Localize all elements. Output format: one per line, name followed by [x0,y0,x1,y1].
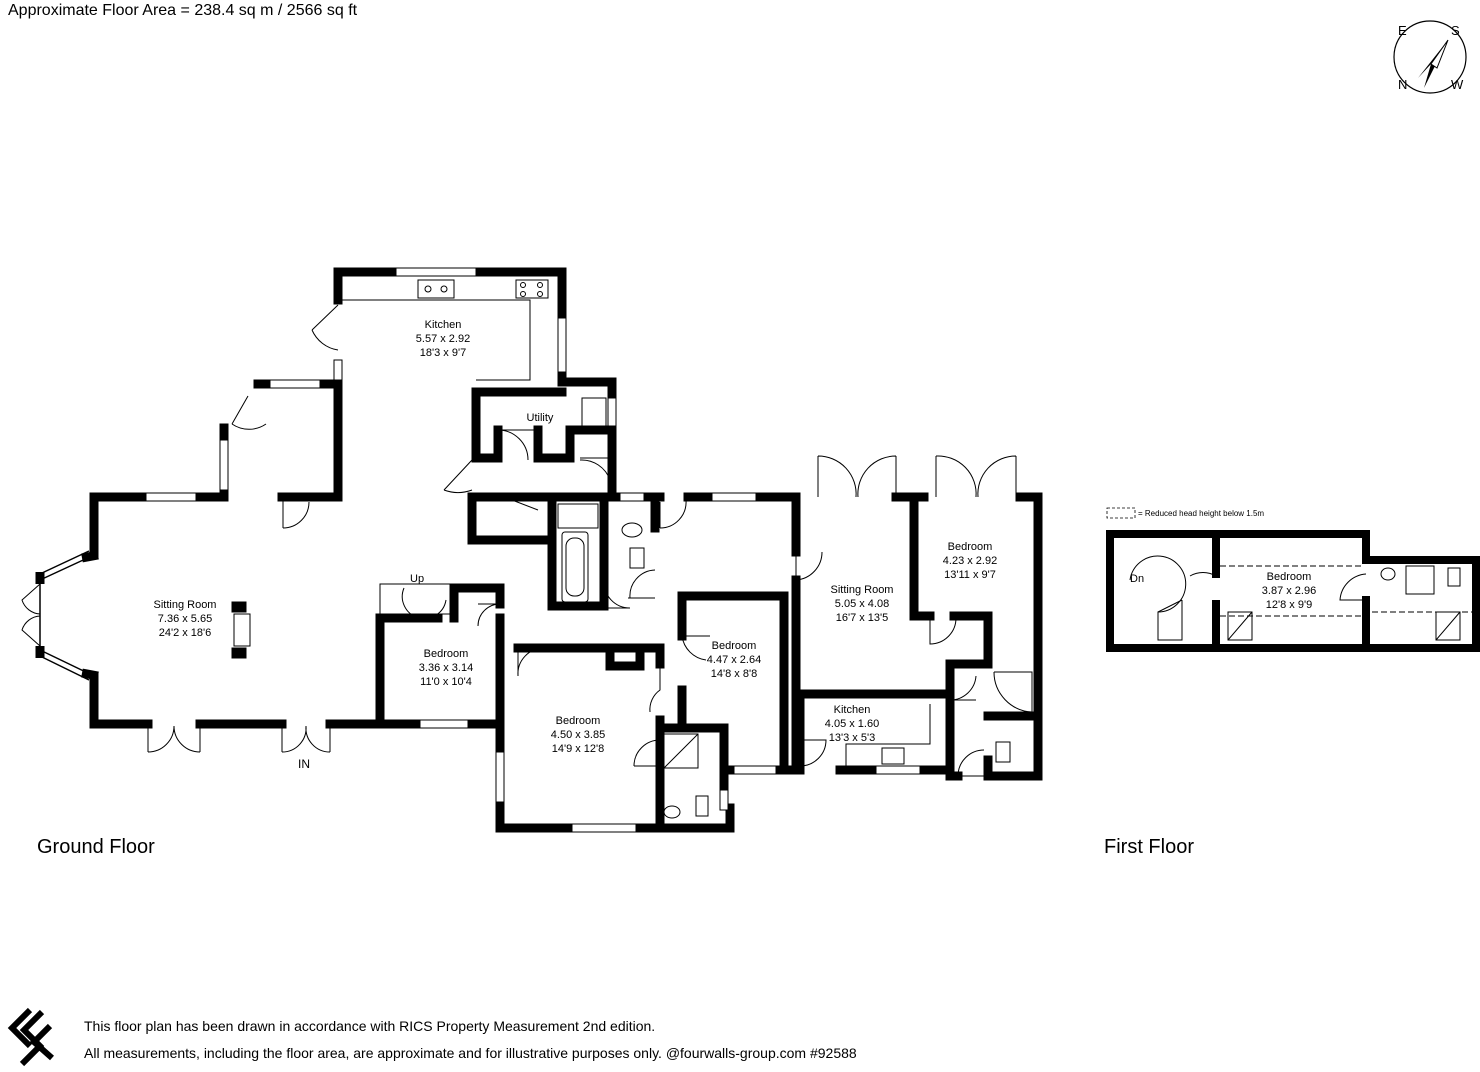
bedroom-b-imperial: 14'9 x 12'8 [552,743,605,755]
bedroom-first-name: Bedroom [1267,571,1312,583]
legend-text: = Reduced head height below 1.5m [1138,509,1264,518]
bedroom-b-name: Bedroom [556,715,601,727]
first-floor-walls [1106,530,1480,652]
ground-floor-walls [89,267,1043,833]
kitchen-annex-imperial: 13'3 x 5'3 [829,732,875,744]
bedroom-a-imperial: 11'0 x 10'4 [420,676,472,688]
first-floor-fixtures [1129,555,1472,641]
windows [145,267,921,833]
sink-icon [417,279,455,299]
sitting-annex-metric: 5.05 x 4.08 [835,598,889,610]
bath-icon [561,531,589,603]
sitting-main-metric: 7.36 x 5.65 [158,613,212,625]
compass-s: S [1451,23,1460,38]
sitting-annex-imperial: 16'7 x 13'5 [836,612,889,624]
first-floor-legend: = Reduced head height below 1.5m [1106,507,1264,519]
bedroom-d-imperial: 13'11 x 9'7 [944,569,996,581]
kitchen-annex-name: Kitchen [834,704,871,716]
kitchen-main-name: Kitchen [425,319,462,331]
doors [21,304,1017,777]
hob-icon [515,279,549,299]
kitchen-main-metric: 5.57 x 2.92 [416,333,470,345]
sitting-main-name: Sitting Room [154,599,217,611]
fixtures [231,279,1033,819]
sitting-annex-name: Sitting Room [831,584,894,596]
entrance-label: IN [298,757,310,771]
bedroom-a-name: Bedroom [424,648,469,660]
compass-w: W [1451,77,1464,92]
footer-disclaimer: All measurements, including the floor ar… [84,1045,857,1061]
bedroom-first-metric: 3.87 x 2.96 [1262,585,1316,597]
bedroom-d-name: Bedroom [948,541,993,553]
bedroom-b-metric: 4.50 x 3.85 [551,729,605,741]
kitchen-annex-metric: 4.05 x 1.60 [825,718,879,730]
ground-floor-label: Ground Floor [37,836,155,858]
bay-window [39,550,95,681]
fourwalls-logo [7,1007,54,1067]
first-floor-label: First Floor [1104,836,1194,858]
footer-rics-note: This floor plan has been drawn in accord… [84,1018,656,1034]
bedroom-first-imperial: 12'8 x 9'9 [1266,599,1312,611]
bedroom-a-metric: 3.36 x 3.14 [419,662,473,674]
compass-e: E [1398,23,1407,38]
floor-area-header: Approximate Floor Area = 238.4 sq m / 25… [8,2,358,19]
kitchen-main-imperial: 18'3 x 9'7 [420,347,466,359]
utility-name: Utility [527,412,554,424]
bedroom-c-imperial: 14'8 x 8'8 [711,668,757,680]
sitting-main-imperial: 24'2 x 18'6 [159,627,212,639]
compass-icon: E S N W [1393,20,1467,94]
stairs-up-label: Up [410,573,424,585]
bedroom-c-metric: 4.47 x 2.64 [707,654,761,666]
bedroom-d-metric: 4.23 x 2.92 [943,555,997,567]
compass-n: N [1398,77,1407,92]
stairs-down-label: Dn [1130,573,1144,585]
bedroom-c-name: Bedroom [712,640,757,652]
